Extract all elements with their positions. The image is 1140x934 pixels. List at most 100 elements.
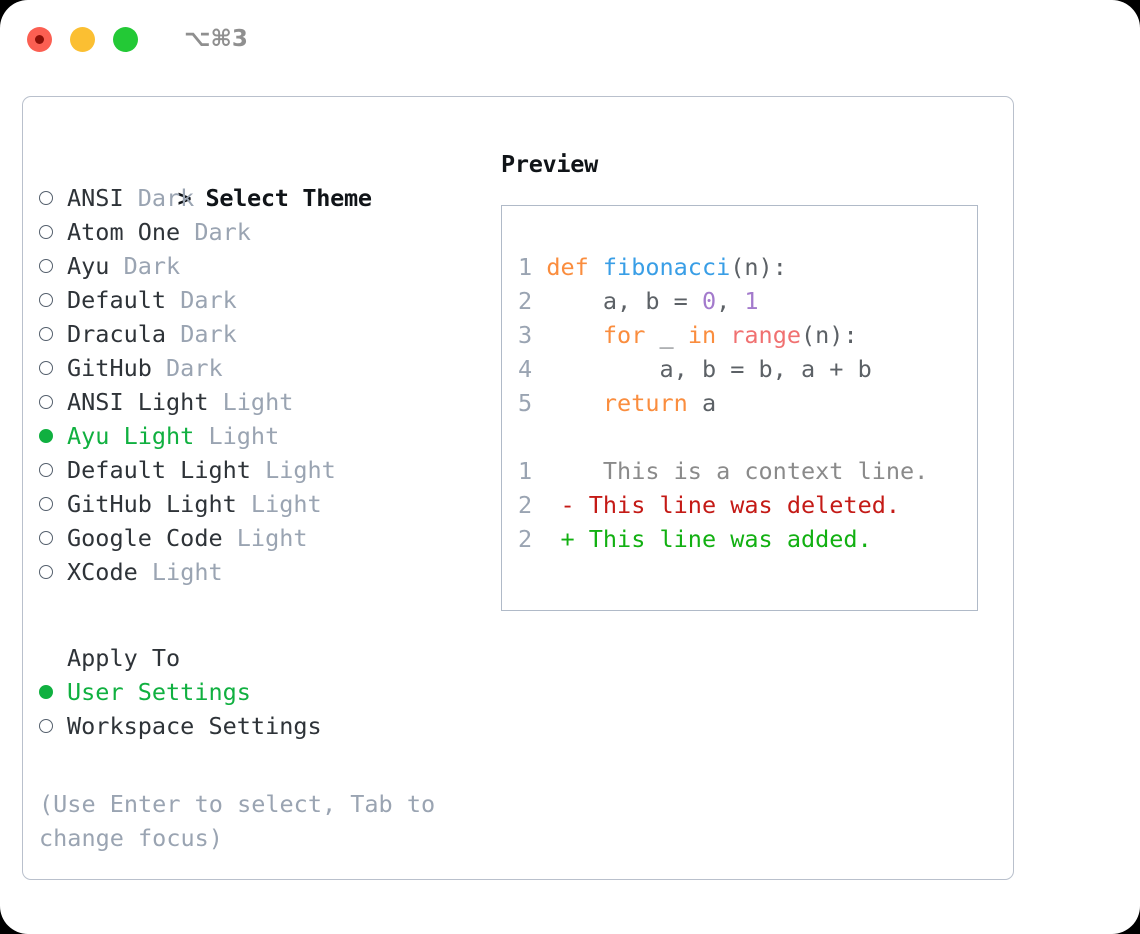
radio-unselected-icon	[39, 351, 67, 385]
theme-name: GitHub	[67, 354, 152, 382]
line-number: 2	[518, 525, 533, 553]
theme-variant-tag: Dark	[123, 184, 195, 212]
code-line: 1 def fibonacci(n):	[518, 250, 928, 284]
radio-unselected-icon	[39, 181, 67, 215]
radio-unselected-icon	[39, 453, 67, 487]
code-line: 2 a, b = 0, 1	[518, 284, 928, 318]
code-token: _	[645, 321, 688, 349]
code-token: ,	[716, 287, 745, 315]
apply-to-item[interactable]: User Settings	[39, 675, 489, 709]
diff-text: This line was added.	[574, 525, 872, 553]
minimize-button[interactable]	[70, 26, 95, 52]
preview-column: Preview 1 def fibonacci(n):2 a, b = 0, 1…	[501, 147, 1001, 611]
code-token	[546, 321, 603, 349]
diff-sign: -	[532, 491, 575, 519]
theme-variant-tag: Light	[137, 558, 223, 586]
close-button[interactable]	[27, 26, 52, 52]
code-gutter-space	[532, 253, 546, 281]
code-token: (n):	[730, 253, 787, 281]
theme-list-item[interactable]: Default Light Light	[39, 453, 489, 487]
theme-variant-tag: Light	[194, 422, 280, 450]
radio-dot	[39, 224, 53, 239]
theme-name: ANSI Light	[67, 388, 209, 416]
radio-selected-icon	[39, 675, 67, 709]
theme-list-item[interactable]: Ayu Light Light	[39, 419, 489, 453]
radio-unselected-icon	[39, 521, 67, 555]
diff-line: 2 - This line was deleted.	[518, 488, 928, 522]
theme-list-item[interactable]: Atom One Dark	[39, 215, 489, 249]
theme-list-item[interactable]: GitHub Light Light	[39, 487, 489, 521]
radio-dot	[39, 530, 53, 545]
theme-list-item[interactable]: Google Code Light	[39, 521, 489, 555]
theme-variant-tag: Light	[208, 388, 294, 416]
code-token: (n):	[801, 321, 858, 349]
theme-name: Dracula	[67, 320, 167, 348]
theme-list-item[interactable]: GitHub Dark	[39, 351, 489, 385]
theme-name: Google Code	[67, 524, 223, 552]
radio-selected-icon	[39, 419, 67, 453]
theme-list-item[interactable]: ANSI Dark	[39, 181, 489, 215]
theme-variant-tag: Dark	[151, 354, 223, 382]
radio-unselected-icon	[39, 487, 67, 521]
theme-list-item[interactable]: Dracula Dark	[39, 317, 489, 351]
radio-dot	[39, 564, 53, 579]
code-token: 0	[701, 287, 717, 315]
code-token: a, b =	[546, 287, 702, 315]
theme-list-item[interactable]: Default Dark	[39, 283, 489, 317]
theme-variant-tag: Dark	[166, 320, 237, 348]
theme-name: Atom One	[67, 218, 181, 246]
theme-name: Ayu Light	[67, 422, 195, 450]
radio-unselected-icon	[39, 385, 67, 419]
code-gutter-space	[532, 389, 546, 417]
window-controls	[27, 26, 138, 52]
radio-dot	[39, 394, 53, 409]
theme-list-item[interactable]: Ayu Dark	[39, 249, 489, 283]
apply-to-label: User Settings	[67, 678, 251, 706]
theme-list-item[interactable]: ANSI Light Light	[39, 385, 489, 419]
radio-dot	[39, 190, 53, 205]
radio-unselected-icon	[39, 249, 67, 283]
keyboard-shortcut-label: ⌥⌘3	[184, 26, 248, 52]
radio-dot	[39, 292, 53, 307]
code-line: 5 return a	[518, 386, 928, 420]
code-token: def	[546, 253, 603, 281]
theme-name: Default Light	[67, 456, 251, 484]
code-token	[716, 321, 730, 349]
preview-separator	[518, 420, 928, 454]
diff-line: 1 This is a context line.	[518, 454, 928, 488]
code-token: a, b = b, a + b	[546, 355, 872, 383]
radio-unselected-icon	[39, 555, 67, 589]
apply-to-label: Workspace Settings	[67, 712, 322, 740]
diff-sign: +	[532, 525, 575, 553]
line-number: 1	[518, 457, 533, 485]
code-gutter-space	[532, 355, 546, 383]
code-token: return	[602, 389, 688, 417]
radio-dot	[39, 684, 53, 699]
radio-dot	[39, 360, 53, 375]
theme-name: XCode	[67, 558, 138, 586]
radio-unselected-icon	[39, 215, 67, 249]
diff-line: 2 + This line was added.	[518, 522, 928, 556]
code-token: range	[730, 321, 802, 349]
line-number: 2	[518, 491, 533, 519]
code-token: 1	[744, 287, 759, 315]
radio-dot	[39, 326, 53, 341]
zoom-button[interactable]	[113, 26, 138, 52]
theme-name: GitHub Light	[67, 490, 237, 518]
theme-list-item[interactable]: XCode Light	[39, 555, 489, 589]
line-number: 4	[518, 355, 533, 383]
code-line: 3 for _ in range(n):	[518, 318, 928, 352]
theme-name: ANSI	[67, 184, 124, 212]
code-gutter-space	[532, 321, 546, 349]
radio-unselected-icon	[39, 709, 67, 743]
diff-text: This is a context line.	[574, 457, 929, 485]
preview-heading: Preview	[501, 150, 598, 178]
heading-marker: >	[177, 184, 192, 212]
diff-sign	[532, 457, 574, 485]
apply-to-item[interactable]: Workspace Settings	[39, 709, 489, 743]
